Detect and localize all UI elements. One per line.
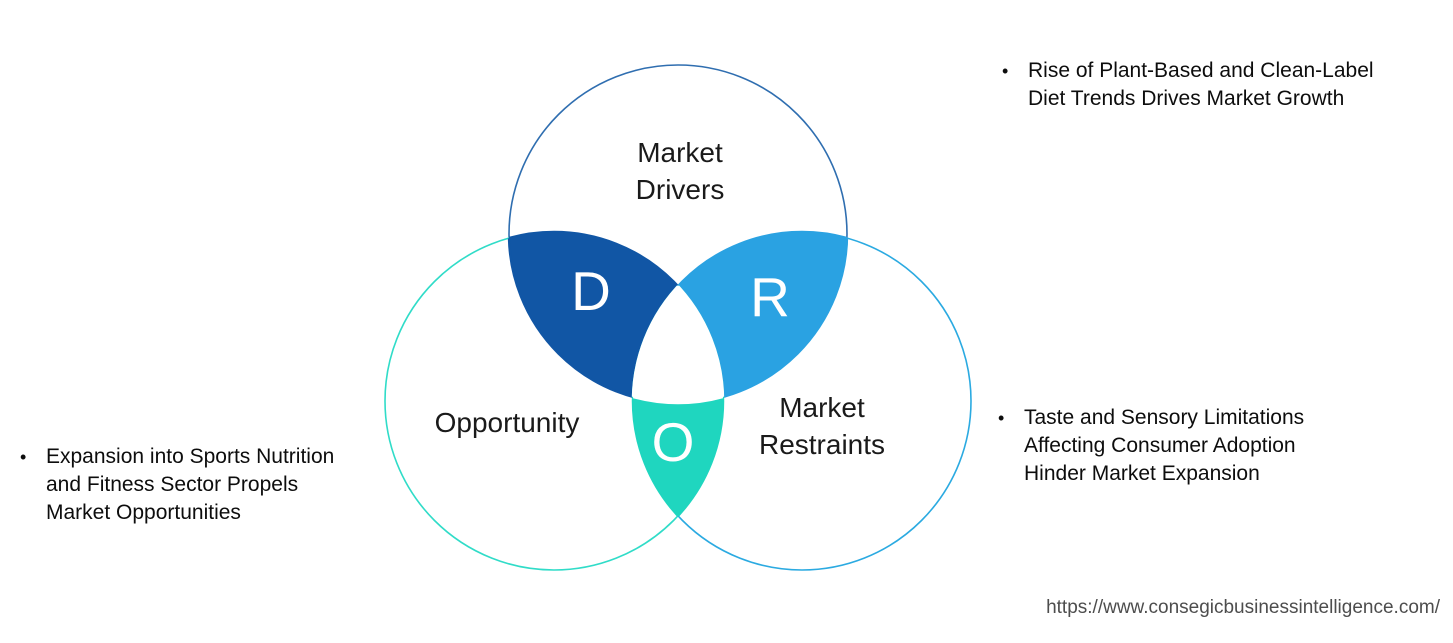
source-url: https://www.consegicbusinessintelligence… [1046,597,1440,618]
opportunity-bullet-line1: Expansion into Sports Nutrition [46,445,335,468]
drivers-label-line2: Drivers [636,174,725,205]
opportunity-bullet: • Expansion into Sports Nutrition and Fi… [20,443,334,527]
bullet-dot-icon: • [1002,61,1009,81]
drivers-bullet-line1: Rise of Plant-Based and Clean-Label [1028,59,1374,82]
drivers-label-line1: Market [637,137,723,168]
drivers-bullet-text: Rise of Plant-Based and Clean-Label Diet… [1028,57,1374,113]
restraints-bullet-line1: Taste and Sensory Limitations [1024,406,1305,429]
restraints-lens-letter: R [750,266,790,328]
opportunity-bullet-text: Expansion into Sports Nutrition and Fitn… [46,443,334,527]
opportunity-bullet-line2: and Fitness Sector Propels [46,473,299,496]
opportunity-lens-letter: O [652,411,695,473]
restraints-label-line2: Restraints [759,429,885,460]
opportunity-bullet-line3: Market Opportunities [46,501,241,524]
restraints-label-line1: Market [779,392,865,423]
restraints-bullet: • Taste and Sensory Limitations Affectin… [998,404,1304,488]
restraints-bullet-line2: Affecting Consumer Adoption [1024,434,1296,457]
bullet-dot-icon: • [20,447,27,467]
bullet-dot-icon: • [998,408,1005,428]
restraints-bullet-line3: Hinder Market Expansion [1024,462,1260,485]
opportunity-label: Opportunity [435,407,580,438]
restraints-bullet-text: Taste and Sensory Limitations Affecting … [1024,404,1304,488]
drivers-lens-letter: D [571,260,611,322]
drivers-bullet-line2: Diet Trends Drives Market Growth [1028,87,1345,110]
drivers-bullet: • Rise of Plant-Based and Clean-Label Di… [1002,57,1374,113]
